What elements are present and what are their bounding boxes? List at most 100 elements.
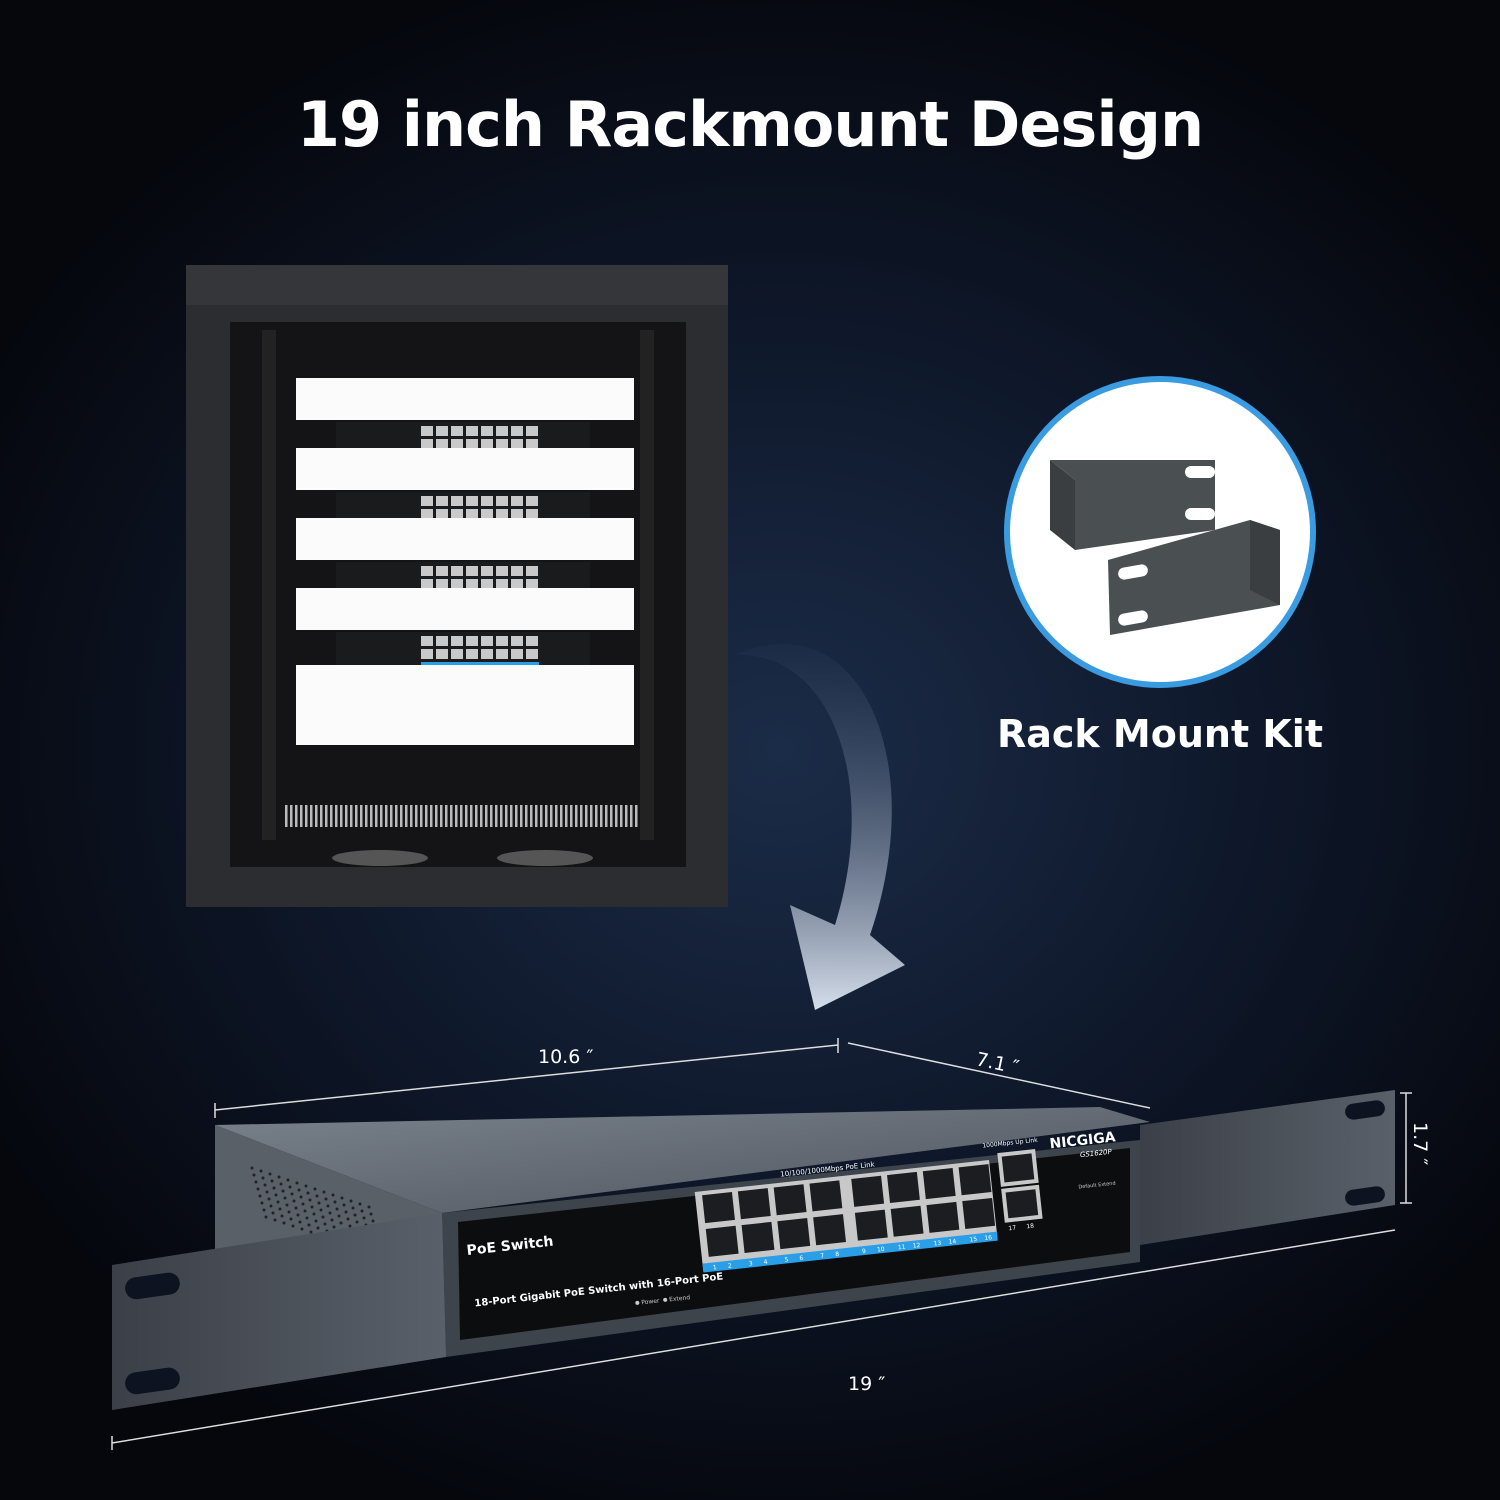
rj45-port-16[interactable] (962, 1197, 996, 1230)
port-number: 2 (728, 1262, 733, 1269)
rj45-port-1[interactable] (702, 1192, 735, 1224)
vent-slot (595, 805, 598, 827)
mini-port (451, 566, 463, 576)
vent-hole (277, 1175, 281, 1179)
vent-slot (535, 805, 538, 827)
vent-slot (610, 805, 613, 827)
vent-slot (460, 805, 463, 827)
rack-blank-panel (296, 518, 634, 560)
rj45-port-7[interactable] (809, 1180, 843, 1212)
rj45-port-2[interactable] (705, 1225, 739, 1257)
rj45-port-3[interactable] (737, 1188, 771, 1220)
vent-slot (455, 805, 458, 827)
mini-port (496, 426, 508, 436)
port-number: 11 (898, 1244, 907, 1252)
vent-slot (365, 805, 368, 827)
vent-slot (410, 805, 413, 827)
rj45-port-15[interactable] (958, 1164, 992, 1196)
mini-port (451, 496, 463, 506)
vent-hole (371, 1219, 375, 1223)
left-rack-ear (112, 1213, 446, 1410)
power-led-label: Power (641, 1297, 660, 1306)
port-number: 4 (763, 1259, 768, 1266)
height-dimension: 1.7 ″ (1409, 1122, 1431, 1165)
port-number: 7 (820, 1252, 825, 1259)
vent-slot (490, 805, 493, 827)
vent-slot (580, 805, 583, 827)
vent-hole (271, 1211, 275, 1215)
mini-port (436, 579, 448, 589)
mini-port (466, 566, 478, 576)
vent-slot (290, 805, 293, 827)
mini-port (496, 649, 508, 659)
uplink-port-17[interactable] (997, 1149, 1039, 1187)
vent-hole (286, 1178, 290, 1182)
vent-slot (350, 805, 353, 827)
rj45-port-4[interactable] (741, 1221, 775, 1253)
mini-port (526, 579, 538, 589)
vent-slot (360, 805, 363, 827)
rj45-port-14[interactable] (926, 1201, 960, 1233)
rj45-port-12[interactable] (890, 1205, 924, 1237)
vent-slot (375, 805, 378, 827)
vent-hole (332, 1225, 336, 1229)
mini-port (451, 579, 463, 589)
rj45-port-5[interactable] (773, 1184, 807, 1216)
vent-hole (258, 1194, 262, 1198)
vent-slot (480, 805, 483, 827)
vent-hole (312, 1212, 316, 1216)
vent-hole (300, 1227, 304, 1231)
vent-hole (292, 1199, 296, 1203)
mini-port (466, 426, 478, 436)
vent-hole (288, 1185, 292, 1189)
mini-port (511, 496, 523, 506)
vent-hole (333, 1200, 337, 1204)
vent-hole (296, 1213, 300, 1217)
uplink-port-18[interactable] (1001, 1184, 1043, 1223)
vent-hole (324, 1197, 328, 1201)
rj45-port-11[interactable] (887, 1171, 920, 1203)
vent-hole (291, 1224, 295, 1228)
vent-hole (260, 1201, 264, 1205)
rack-blank-panel (296, 448, 634, 490)
rj45-port-6[interactable] (777, 1218, 811, 1250)
vent-hole (344, 1210, 348, 1214)
vent-hole (252, 1173, 256, 1177)
vent-slot (370, 805, 373, 827)
vent-hole (323, 1222, 327, 1226)
rj45-port-10[interactable] (854, 1209, 888, 1241)
vent-slot (385, 805, 388, 827)
port-number: 13 (933, 1240, 942, 1248)
vent-hole (294, 1206, 298, 1210)
mini-port (511, 636, 523, 646)
vent-slot (395, 805, 398, 827)
vent-slot (335, 805, 338, 827)
mini-port (421, 439, 433, 449)
vent-slot (585, 805, 588, 827)
mini-port (496, 496, 508, 506)
mini-port (526, 439, 538, 449)
depth-dimension: 7.1 ″ (974, 1048, 1021, 1079)
port-number: 18 (1026, 1223, 1035, 1231)
vent-hole (303, 1209, 307, 1213)
rack-mount-kit-label: Rack Mount Kit (997, 712, 1323, 756)
mini-port (496, 439, 508, 449)
rj45-port-8[interactable] (813, 1214, 846, 1246)
vent-slot (285, 805, 288, 827)
vent-slot (310, 805, 313, 827)
mini-port (511, 649, 523, 659)
mini-port (481, 496, 493, 506)
port-number: 5 (784, 1256, 789, 1263)
port-number: 15 (969, 1236, 978, 1244)
side-vent (250, 1166, 385, 1258)
vent-slot (440, 805, 443, 827)
rj45-port-9[interactable] (851, 1175, 885, 1207)
ear-hole (1345, 1100, 1385, 1120)
mini-port (496, 636, 508, 646)
mini-port (451, 509, 463, 519)
rj45-port-13[interactable] (922, 1168, 956, 1200)
rack-blank-panel (296, 588, 634, 630)
extend-led-label: Extend (669, 1294, 691, 1303)
bracket-icon (1108, 520, 1280, 635)
